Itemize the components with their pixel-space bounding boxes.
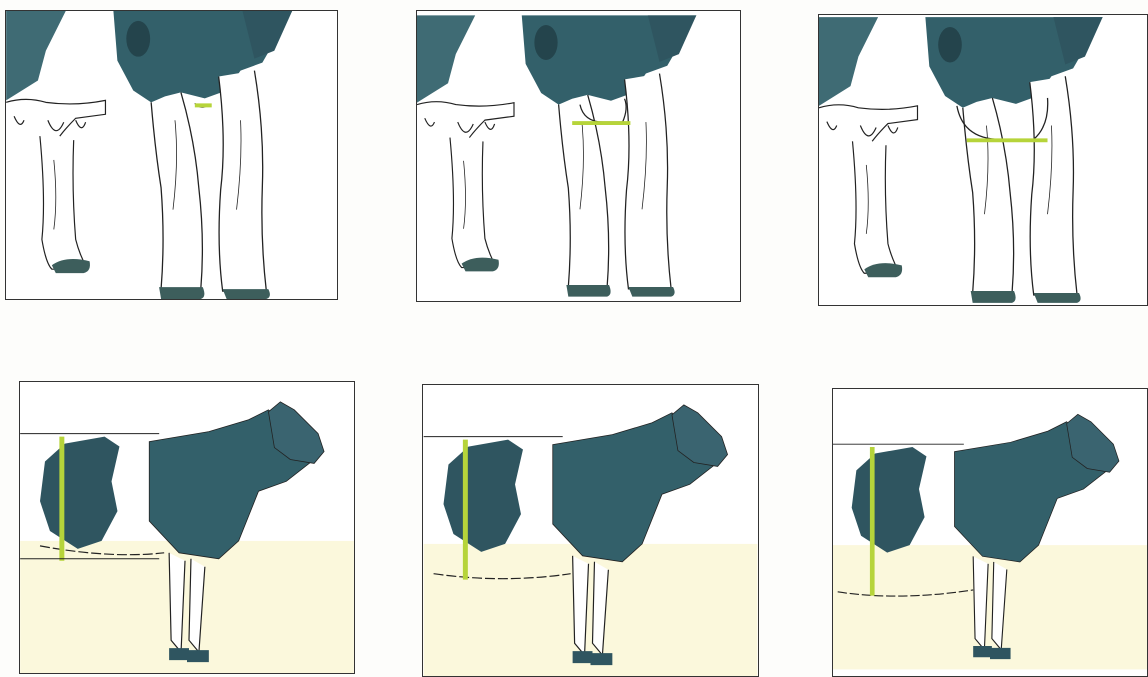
rear-view-panel-1 [5,10,338,300]
side-view-illustration [20,382,354,673]
rear-view-illustration [819,15,1147,305]
side-view-illustration [833,389,1147,676]
side-view-panel-3 [832,388,1148,677]
rear-view-illustration [6,11,337,299]
rear-view-illustration [417,11,740,301]
side-view-illustration [423,385,758,676]
side-view-panel-1 [19,381,355,674]
rear-view-panel-3 [818,14,1148,306]
rear-view-panel-2 [416,10,741,302]
side-view-panel-2 [422,384,759,677]
